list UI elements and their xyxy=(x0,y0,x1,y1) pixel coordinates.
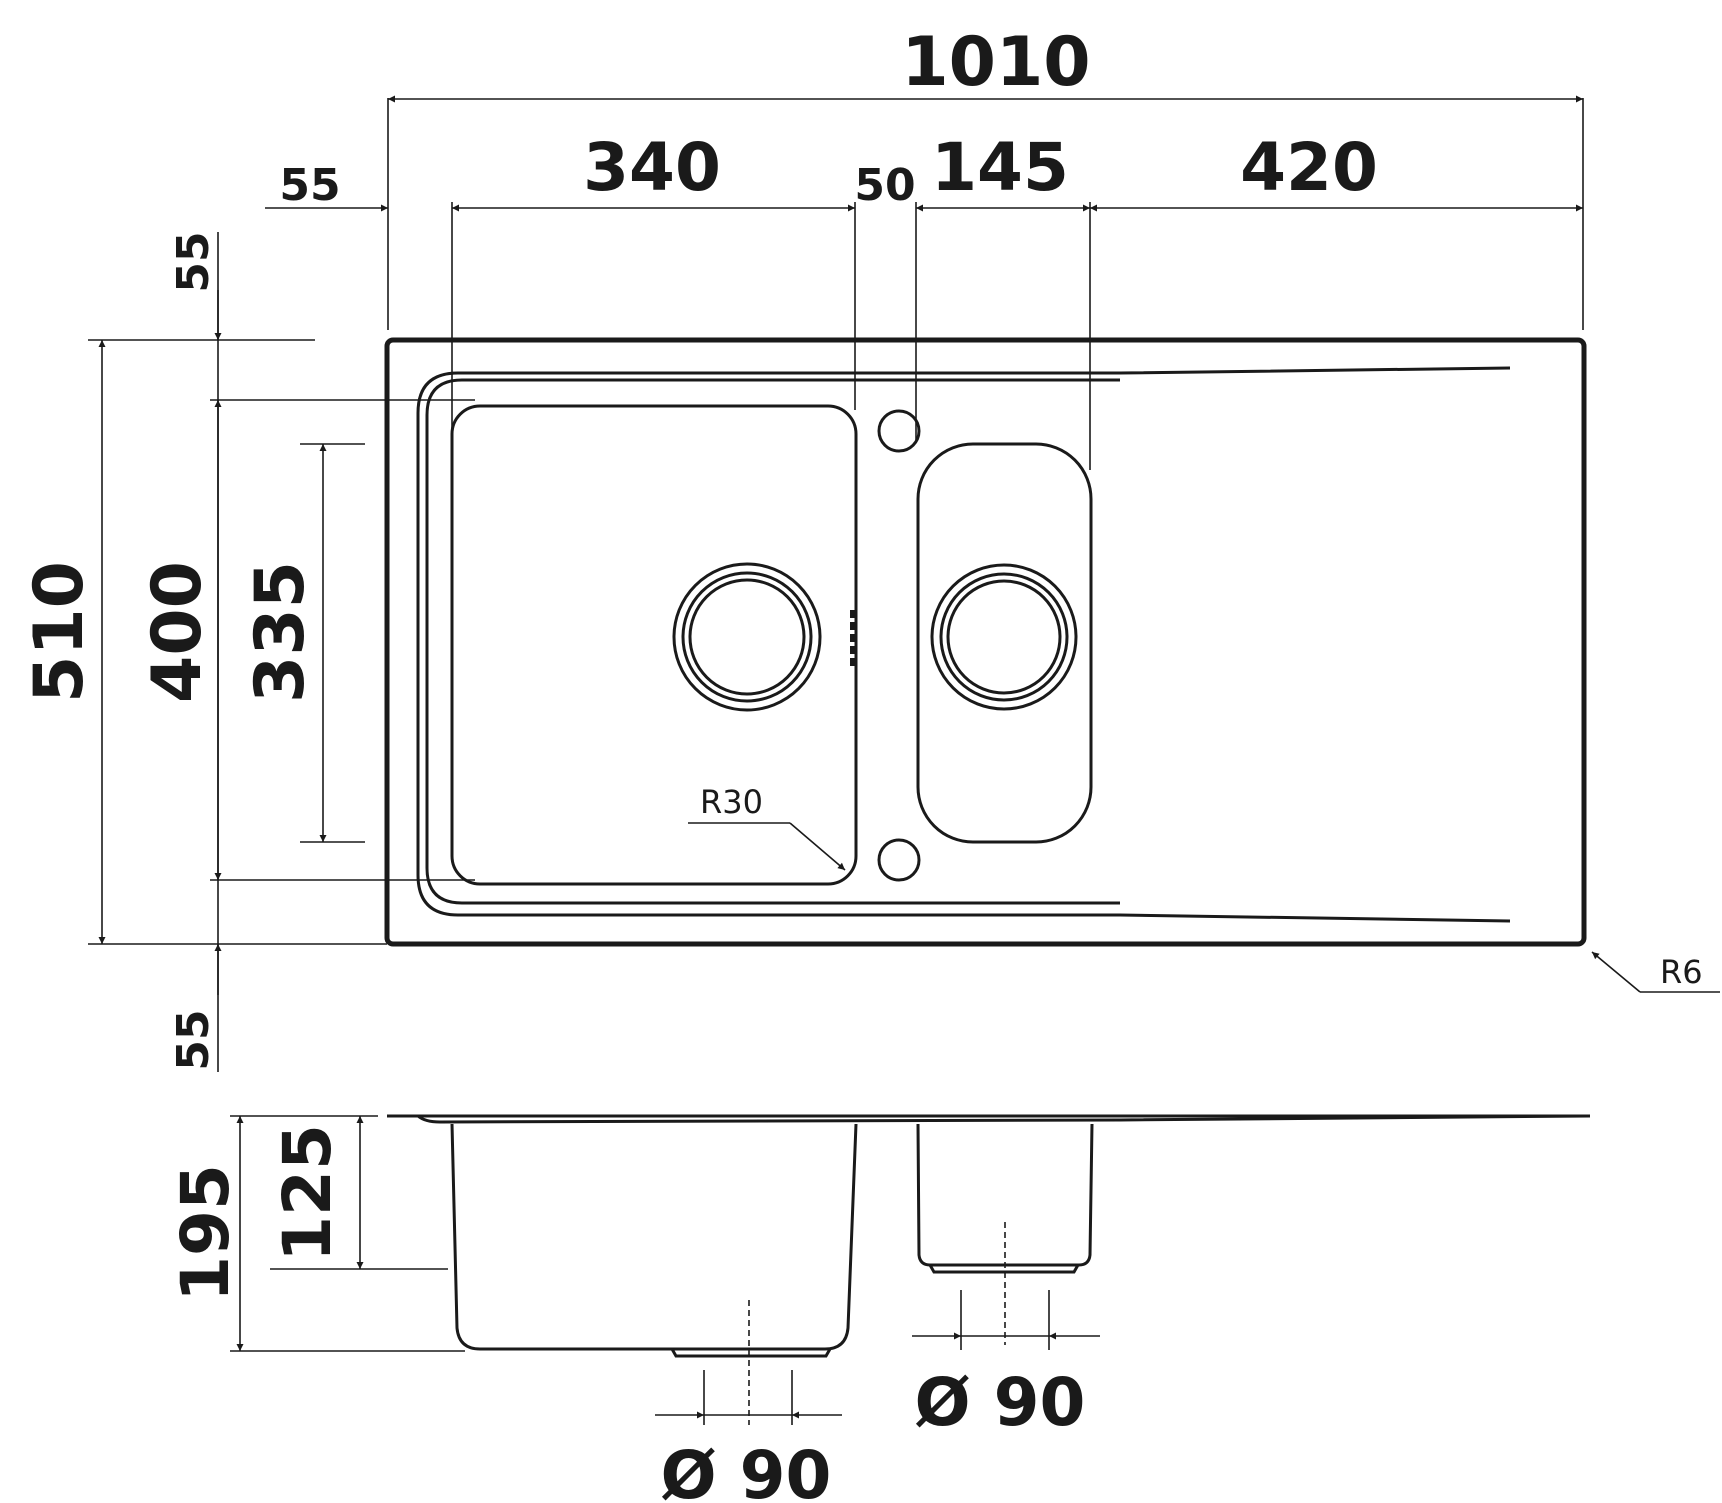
left-bowl-section xyxy=(450,1123,858,1351)
section-depth-lines xyxy=(230,1115,465,1352)
drainer-rim xyxy=(416,366,1511,923)
label-overall-width: 1010 xyxy=(901,23,1090,102)
left-bowl xyxy=(450,404,858,886)
section-view xyxy=(230,1114,1591,1425)
overflow-slots xyxy=(850,610,856,666)
label-drainer-width: 420 xyxy=(1240,129,1378,206)
label-section-depth-left: 195 xyxy=(167,1164,244,1302)
dim-lines-horizontal xyxy=(265,95,1583,212)
r6-leader xyxy=(1591,951,1720,993)
tap-hole-top xyxy=(877,409,921,453)
label-right-bowl-depth: 335 xyxy=(241,561,320,703)
label-drain-left: Ø 90 xyxy=(661,1437,832,1503)
r30-leader xyxy=(688,822,846,871)
label-bowl-gap: 50 xyxy=(854,160,915,211)
left-drain xyxy=(672,562,822,712)
label-left-bowl-width: 340 xyxy=(583,129,721,206)
top-view xyxy=(384,337,1587,947)
label-overall-depth: 510 xyxy=(20,561,99,703)
drainer-rim-inner xyxy=(425,378,1120,905)
extension-lines xyxy=(88,98,1584,1072)
tap-hole-bottom xyxy=(877,838,921,882)
dim-lines-vertical xyxy=(98,290,327,995)
label-radius-outer: R6 xyxy=(1660,953,1703,991)
label-left-margin: 55 xyxy=(279,160,340,211)
left-drain-dimension xyxy=(655,1370,842,1425)
label-right-bowl-width: 145 xyxy=(931,129,1069,206)
label-bowl-depth: 400 xyxy=(138,561,217,703)
label-section-depth-right: 125 xyxy=(269,1124,346,1262)
label-top-margin: 55 xyxy=(168,231,219,292)
right-bowl xyxy=(916,442,1093,844)
label-radius-bowl: R30 xyxy=(700,783,763,821)
sink-outline xyxy=(384,337,1587,947)
right-drain-dimension xyxy=(912,1290,1100,1350)
label-bottom-margin: 55 xyxy=(168,1009,219,1070)
label-drain-right: Ø 90 xyxy=(915,1364,1086,1441)
right-drain xyxy=(930,563,1078,711)
